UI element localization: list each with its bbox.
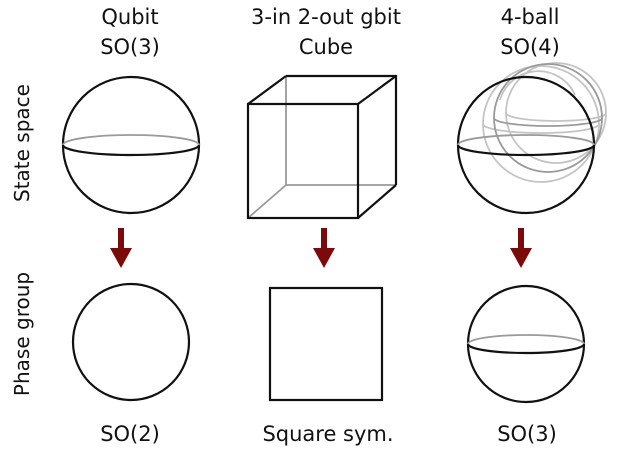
cube-front-face xyxy=(246,102,360,220)
fourball-sphere xyxy=(456,62,607,215)
qubit-sphere-outline xyxy=(61,75,201,215)
arrow-down xyxy=(510,228,532,268)
qubit-phase-label: SO(2) xyxy=(100,422,160,446)
qubit-title: Qubit xyxy=(101,5,158,29)
qubit-sphere-equator-front xyxy=(61,144,201,157)
ghost-sphere-arc xyxy=(499,70,576,101)
cube-connect-edge xyxy=(357,75,397,105)
row-label-state-space: State space xyxy=(10,84,34,202)
fourball-phase-label: SO(3) xyxy=(497,422,557,446)
gbit-phase-label: Square sym. xyxy=(262,422,393,446)
cube-back-edges xyxy=(286,74,398,185)
arrow-down xyxy=(313,228,335,268)
ghost-sphere-equator xyxy=(493,117,603,127)
fourball-sphere-equator-front xyxy=(456,144,596,157)
arrow-down xyxy=(110,228,132,268)
qubit-phase-circle xyxy=(71,282,191,402)
gbit-group-title: Cube xyxy=(299,35,353,59)
fourball-title: 4-ball xyxy=(501,5,560,29)
gbit-cube xyxy=(246,74,398,220)
ghost-sphere-equator xyxy=(482,123,600,134)
fourball-sphere-equator-back xyxy=(457,134,595,146)
fourball-phase-sphere xyxy=(466,284,586,404)
fourball-phase-sphere-outline xyxy=(466,284,586,404)
cube-connect-edge xyxy=(357,184,397,219)
ghost-sphere-equator xyxy=(505,112,607,122)
cube-hidden-edge xyxy=(247,184,287,219)
fourball-sphere-outline xyxy=(456,75,596,215)
gbit-phase-square xyxy=(268,286,384,402)
cube-connect-edge xyxy=(247,75,287,105)
qubit-group-title: SO(3) xyxy=(100,35,160,59)
qubit-sphere-equator-back xyxy=(62,134,200,146)
gbit-title: 3-in 2-out gbit xyxy=(251,5,401,29)
fourball-phase-equator-front xyxy=(466,343,586,355)
qubit-sphere xyxy=(61,75,201,215)
fourball-phase-equator-back xyxy=(467,334,585,345)
row-label-phase-group: Phase group xyxy=(10,272,34,396)
fourball-group-title: SO(4) xyxy=(500,35,560,59)
